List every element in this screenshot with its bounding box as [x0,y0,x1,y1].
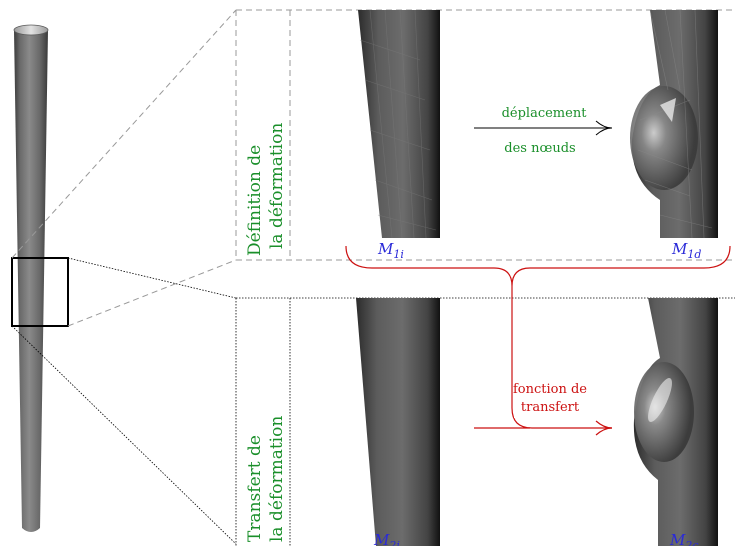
section-title-definition-line1: Définition de [245,145,265,256]
zoom-projection-lines [11,9,237,545]
bottom-panel-frame [235,297,735,546]
arrow-label-bottom-line2: transfert [521,400,580,415]
mesh-m2i [356,298,440,546]
label-m2c: M2c [669,531,699,546]
zoom-region-box [11,257,69,327]
section-title-transfer: Transfert de la déformation [245,416,287,542]
section-title-transfer-line1: Transfert de [245,435,265,542]
label-m1d: M1d [671,240,701,261]
arrow-label-bottom-line1: fonction de [513,382,587,397]
label-m1i: M1i [377,240,404,261]
mesh-m2c [633,298,718,546]
arrow-label-top-line2: des nœuds [504,141,575,156]
source-cylinder [13,24,49,532]
arrow-transfer-function: fonction de transfert [474,286,613,436]
mesh-m1i [358,9,440,239]
arrow-label-top-line1: déplacement [502,106,588,121]
mesh-m1d [630,9,718,239]
label-m2i: M2i [373,531,400,546]
section-title-definition-line2: la déformation [267,123,287,249]
arrow-node-displacement: déplacement des nœuds [474,106,613,156]
section-title-transfer-line2: la déformation [267,416,287,542]
section-title-definition: Définition de la déformation [245,123,287,256]
